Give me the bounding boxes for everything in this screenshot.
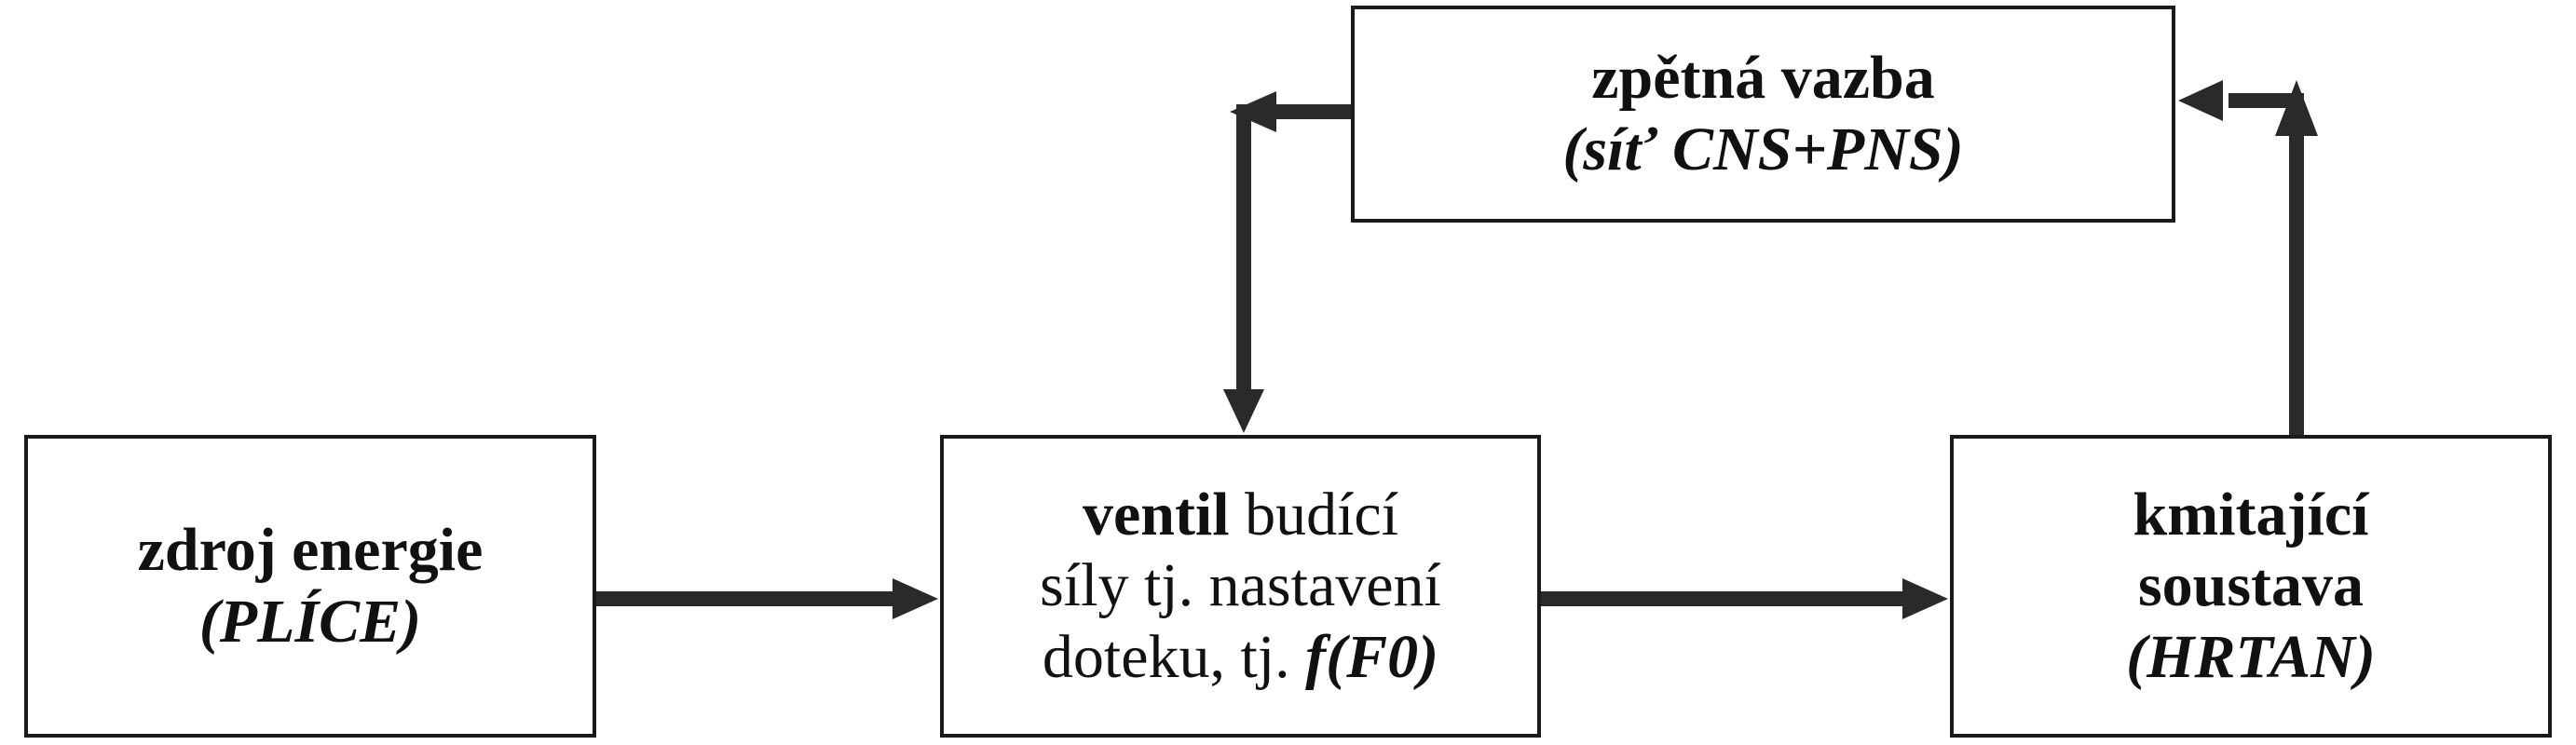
oscillating-system-subtitle: (HRTAN) (2126, 622, 2376, 691)
feedback-box: zpětná vazba (síť CNS+PNS) (1351, 6, 2175, 223)
arrow-feedback-to-valve (1223, 91, 1351, 433)
valve-title: ventil (1082, 480, 1230, 549)
arrow-source-to-valve (596, 578, 938, 619)
feedback-title: zpětná vazba (1591, 43, 1935, 112)
valve-line-3-text: doteku, tj. (1042, 622, 1306, 691)
oscillating-system-line-1: kmitající (2133, 480, 2369, 549)
valve-line-2: síly tj. nastavení (1040, 551, 1441, 620)
energy-source-box: zdroj energie (PLÍCE) (24, 435, 596, 738)
valve-line-1-rest: budící (1229, 480, 1399, 549)
valve-line-1: ventil budící (1083, 480, 1398, 551)
feedback-subtitle: (síť CNS+PNS) (1562, 115, 1964, 183)
oscillating-system-line-2: soustava (2137, 551, 2365, 620)
oscillating-system-box: kmitající soustava (HRTAN) (1950, 435, 2552, 738)
valve-box: ventil budící síly tj. nastavení doteku,… (940, 435, 1541, 738)
valve-line-3: doteku, tj. f(F0) (1043, 622, 1438, 694)
energy-source-subtitle: (PLÍCE) (198, 587, 422, 656)
valve-function: f(F0) (1305, 622, 1439, 691)
energy-source-title: zdroj energie (137, 515, 484, 584)
arrow-oscillator-to-feedback (2178, 80, 2318, 435)
arrow-valve-to-oscillator (1541, 578, 1948, 619)
